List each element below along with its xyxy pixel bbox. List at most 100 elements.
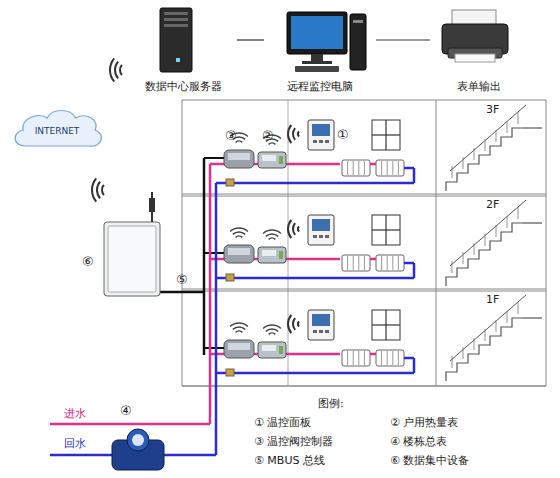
legend-entry: ⑥ 数据集中设备 xyxy=(390,454,469,467)
railing-post xyxy=(463,157,464,169)
server-bay xyxy=(164,12,188,15)
return-pipe xyxy=(404,262,414,265)
connector-line xyxy=(237,39,264,40)
floor-slab xyxy=(182,291,546,292)
window-bar xyxy=(372,324,400,325)
outlet-label: 回水 xyxy=(64,437,86,450)
radiator-fin xyxy=(347,256,348,270)
radiator-fin xyxy=(347,161,348,175)
wireless-waves xyxy=(110,58,114,81)
wireless-waves xyxy=(92,178,96,201)
railing-post xyxy=(507,216,508,228)
supply-pipe xyxy=(370,258,376,261)
wireless-waves xyxy=(288,125,291,143)
wireless-waves xyxy=(233,327,245,329)
device-node: 远程监控电脑 xyxy=(264,4,376,96)
radiator-fin xyxy=(353,256,354,270)
antenna-base xyxy=(149,198,155,212)
server-bay xyxy=(164,18,188,21)
radiator-fin xyxy=(358,256,359,270)
keyboard xyxy=(295,66,339,72)
valve-controller xyxy=(224,245,254,263)
thermostat-panel xyxy=(308,215,334,245)
radiator-fin xyxy=(381,256,382,270)
wireless-waves xyxy=(97,182,100,199)
device-caption: 远程监控电脑 xyxy=(264,79,376,94)
thermostat-button xyxy=(313,330,317,333)
wireless-waves xyxy=(266,234,278,236)
return-pipe xyxy=(404,357,414,360)
return-pipe xyxy=(216,182,414,185)
ground-line xyxy=(182,385,546,387)
radiator-fin xyxy=(392,351,393,365)
wireless-waves xyxy=(236,236,243,237)
device-node: 数据中心服务器 xyxy=(129,4,237,96)
ball-valve xyxy=(226,369,234,376)
thermostat-button xyxy=(313,235,317,238)
railing-post xyxy=(496,320,497,332)
radiator-fin xyxy=(392,161,393,175)
pc-drive xyxy=(353,20,363,23)
concentrator-door xyxy=(108,226,156,292)
stair-wall xyxy=(436,100,437,386)
radiator-fin xyxy=(364,161,365,175)
radiator-fin xyxy=(358,161,359,175)
thermostat-screen xyxy=(312,219,330,231)
radiator-fin xyxy=(381,161,382,175)
return-pipe xyxy=(404,167,414,170)
return-pipe xyxy=(413,358,416,373)
thermostat-screen xyxy=(312,314,330,326)
heat-meter-display xyxy=(262,250,276,256)
valve-controller-top xyxy=(228,343,250,350)
callout-number: ② xyxy=(262,128,274,144)
floor-slab xyxy=(182,194,546,195)
legend-entry: ④ 楼栋总表 xyxy=(390,435,447,448)
ball-valve xyxy=(226,179,234,186)
legend-entry: ① 温控面板 xyxy=(254,416,311,429)
legend-entry: ③ 温控阀控制器 xyxy=(254,435,333,448)
railing-post xyxy=(518,302,519,314)
legend-title: 图例: xyxy=(318,397,344,410)
mbus-riser xyxy=(203,292,206,355)
radiator-fin xyxy=(358,351,359,365)
valve-controller xyxy=(224,340,254,358)
railing-post xyxy=(474,338,475,350)
mbus-branch xyxy=(204,347,224,349)
wireless-waves xyxy=(288,315,291,333)
callout-number: ④ xyxy=(120,403,132,419)
railing-post xyxy=(463,252,464,264)
callout-number: ① xyxy=(337,127,349,143)
wireless-waves xyxy=(293,223,295,235)
supply-pipe xyxy=(370,353,376,356)
valve-controller xyxy=(224,150,254,168)
radiator-fin xyxy=(347,351,348,365)
wall-line xyxy=(182,100,183,386)
railing-post xyxy=(474,243,475,255)
cloud-label: INTERNET xyxy=(10,126,104,136)
radiator-fin xyxy=(381,351,382,365)
server-bay xyxy=(164,24,188,27)
wireless-waves xyxy=(263,230,281,233)
window xyxy=(372,215,400,245)
radiator-fin xyxy=(387,161,388,175)
wireless-waves xyxy=(230,323,248,326)
mbus-riser xyxy=(203,158,206,292)
railing-post xyxy=(518,112,519,124)
legend-entry: ② 户用热量表 xyxy=(390,416,458,429)
return-pipe xyxy=(216,277,414,280)
railing-post xyxy=(452,356,453,368)
railing-post xyxy=(485,139,486,151)
meter-dial xyxy=(132,434,144,446)
thermostat-panel xyxy=(308,120,334,150)
monitor-screen xyxy=(291,16,343,49)
thermostat-button xyxy=(325,330,329,333)
wall-line xyxy=(546,100,547,386)
heat-meter xyxy=(258,152,286,168)
railing-post xyxy=(452,261,453,273)
radiator-fin xyxy=(353,161,354,175)
radiator xyxy=(376,350,404,366)
radiator-fin xyxy=(387,256,388,270)
heat-meter xyxy=(258,247,286,263)
wireless-waves xyxy=(297,226,300,231)
railing-post xyxy=(474,148,475,160)
